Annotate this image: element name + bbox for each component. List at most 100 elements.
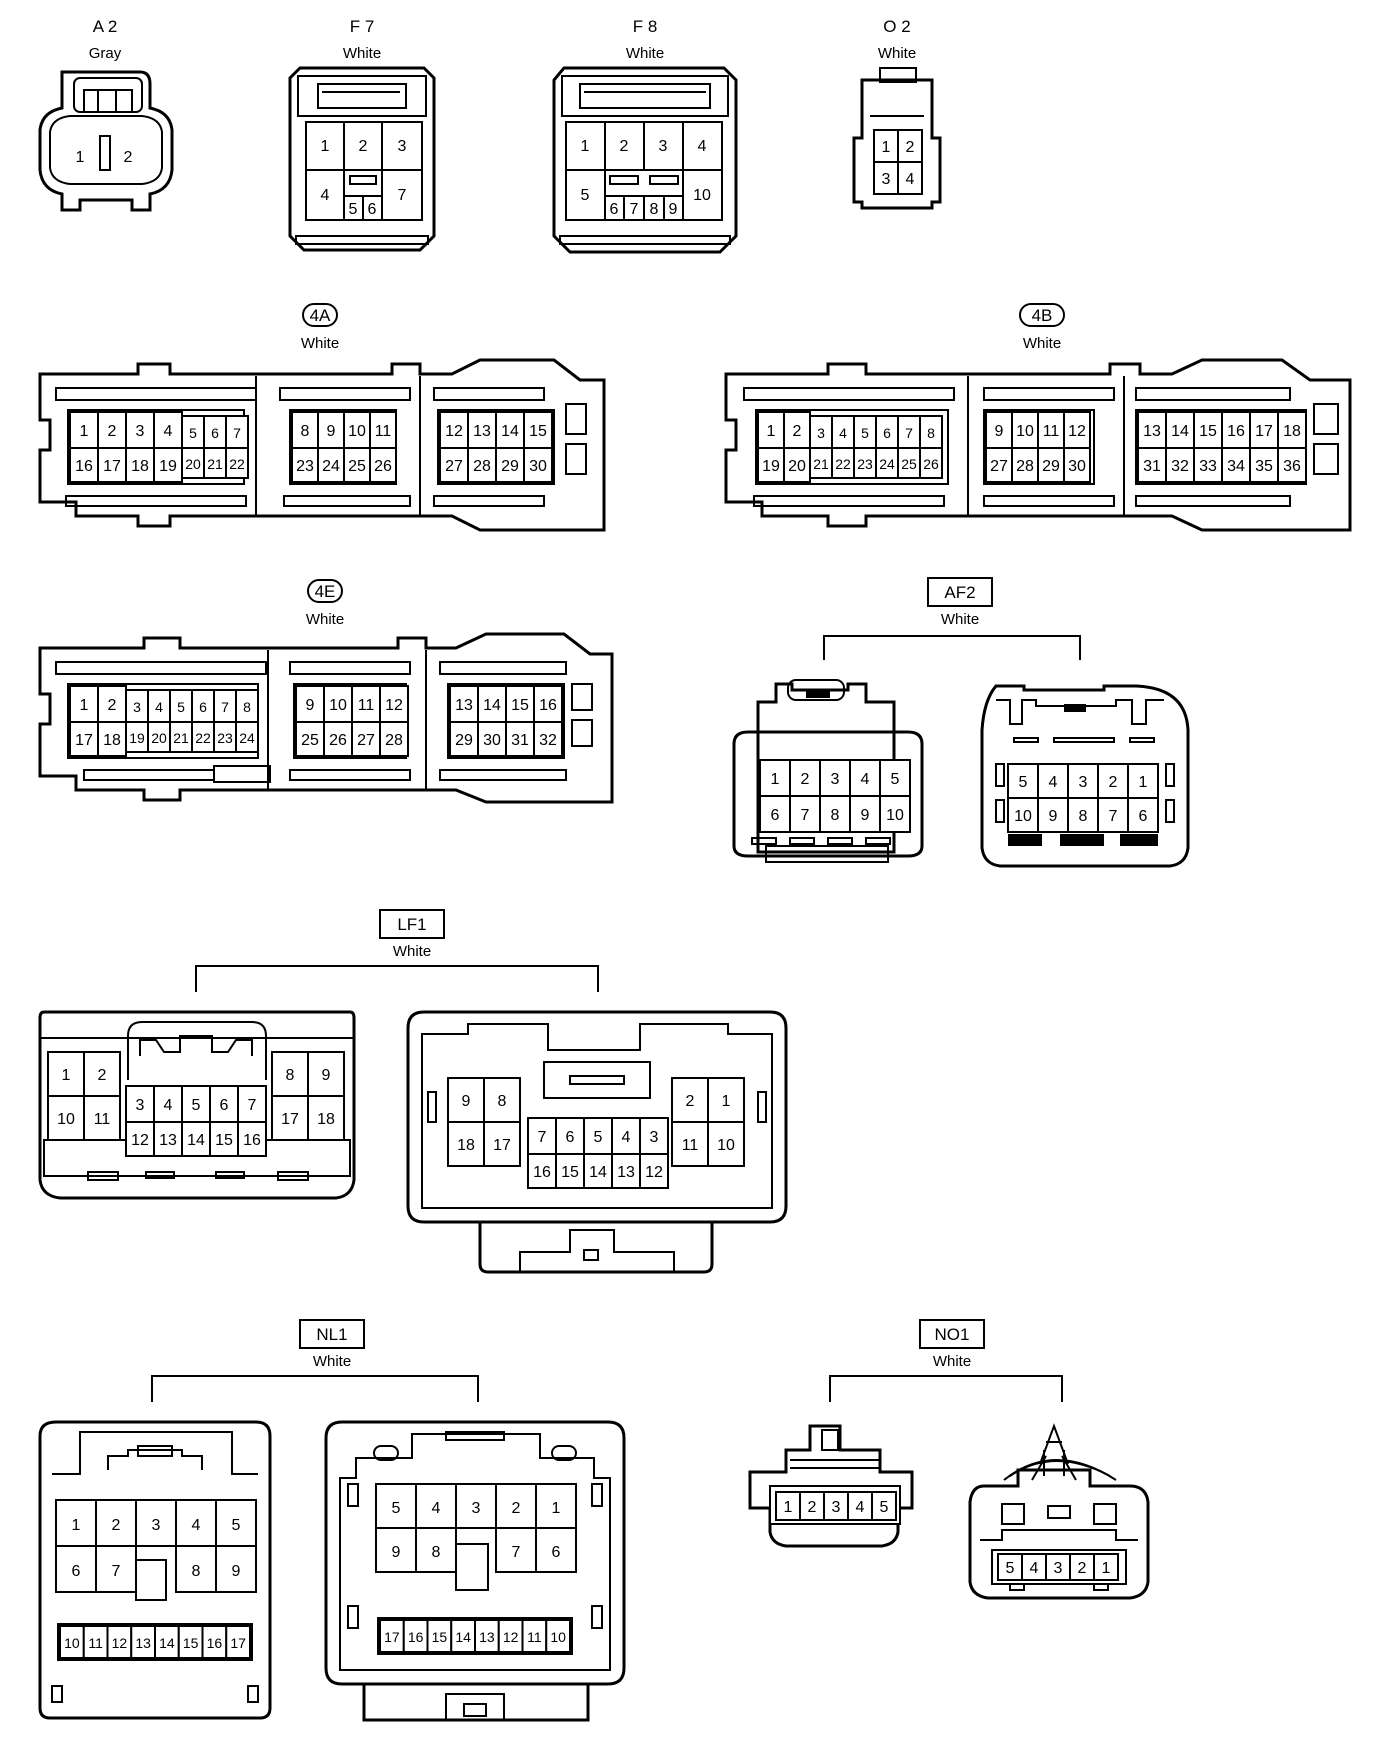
pin-label: 17 (230, 1635, 246, 1651)
pin-label: 16 (533, 1164, 551, 1181)
pin-label: 1 (62, 1067, 71, 1084)
pin-label: 18 (1283, 423, 1301, 440)
pin-label: 12 (1068, 423, 1086, 440)
pin-label: 8 (1079, 808, 1088, 825)
pin-label: 20 (151, 730, 167, 746)
pin-cavity (153, 447, 183, 483)
connector-color: White (941, 611, 979, 628)
connector-code: NO1 (935, 1325, 970, 1344)
connector-code: F 7 (350, 17, 375, 36)
pin-label: 24 (239, 730, 255, 746)
pin-label: 13 (159, 1132, 177, 1149)
connector-lf1: LF1 White 1 2 10 11 3 4 (38, 909, 788, 1274)
pin-label: 17 (75, 732, 93, 749)
pin-label: 5 (1006, 1560, 1015, 1577)
pin-label: 2 (1078, 1560, 1087, 1577)
pin-label: 4 (698, 138, 707, 155)
pin-cavity (1063, 411, 1091, 449)
pin-label: 6 (72, 1563, 81, 1580)
pin-cavity (317, 447, 345, 483)
pin-label: 5 (581, 187, 590, 204)
pin-cavity (69, 447, 99, 483)
connector-color: White (306, 611, 344, 628)
pin-label: 14 (501, 423, 519, 440)
pin-label: 25 (301, 732, 319, 749)
pin-label: 9 (995, 423, 1004, 440)
pin-label: 11 (88, 1635, 103, 1651)
pin-cavity (1165, 447, 1195, 483)
pin-label: 2 (98, 1067, 107, 1084)
pin-cavity (533, 721, 563, 757)
pin-label: 5 (349, 201, 358, 218)
pin-label: 12 (385, 697, 403, 714)
pin-label: 4 (622, 1129, 631, 1146)
pin-label: 7 (538, 1129, 547, 1146)
pin-label: 6 (566, 1129, 575, 1146)
pin-label: 18 (131, 458, 149, 475)
pin-label: 1 (321, 138, 330, 155)
pin-cavity (225, 447, 249, 479)
connector-color: White (343, 45, 381, 62)
pin-cavity (69, 721, 99, 757)
connector-color: White (301, 335, 339, 352)
pin-label: 5 (177, 699, 185, 715)
pin-label: 3 (659, 138, 668, 155)
pin-label: 1 (767, 423, 776, 440)
pin-label: 24 (879, 456, 895, 472)
pin-label: 18 (317, 1111, 335, 1128)
pin-label: 15 (432, 1629, 448, 1645)
pin-label: 15 (183, 1635, 199, 1651)
pin-label: 21 (207, 456, 223, 472)
pin-label: 8 (432, 1544, 441, 1561)
pin-label: 13 (617, 1164, 635, 1181)
pin-label: 7 (801, 807, 810, 824)
pin-label: 7 (398, 187, 407, 204)
pin-label: 16 (207, 1635, 223, 1651)
pin-label: 15 (511, 697, 529, 714)
pin-label: 26 (329, 732, 347, 749)
pin-label: 4 (856, 1499, 865, 1516)
pin-cavity (919, 447, 943, 479)
pin-label: 11 (1043, 423, 1060, 440)
pin-label: 3 (1079, 774, 1088, 791)
pin-cavity (1137, 447, 1167, 483)
connector-code: F 8 (633, 17, 658, 36)
pin-label: 1 (882, 139, 891, 156)
pin-label: 1 (784, 1499, 793, 1516)
pin-label: 8 (286, 1067, 295, 1084)
pin-label: 2 (801, 771, 810, 788)
pin-cavity (1277, 447, 1307, 483)
pin-label: 1 (80, 423, 89, 440)
pin-label: 6 (220, 1097, 229, 1114)
pin-label: 20 (788, 458, 806, 475)
pin-label: 13 (135, 1635, 151, 1651)
pin-label: 9 (462, 1093, 471, 1110)
pin-label: 7 (905, 425, 913, 441)
pin-label: 9 (232, 1563, 241, 1580)
pin-label: 4 (432, 1500, 441, 1517)
connector-color: Gray (89, 45, 122, 62)
pin-label: 5 (189, 425, 197, 441)
pin-label: 2 (906, 139, 915, 156)
pin-label: 6 (199, 699, 207, 715)
pin-label: 23 (296, 458, 314, 475)
pin-label: 2 (686, 1093, 695, 1110)
pin-cavity (97, 447, 127, 483)
pin-cavity (1037, 411, 1065, 449)
pin-label: 8 (927, 425, 935, 441)
pin-label: 18 (103, 732, 121, 749)
pin-label: 25 (348, 458, 366, 475)
pin-label: 7 (112, 1563, 121, 1580)
connector-af2: AF2 White 1 2 3 4 5 6 7 8 9 10 (732, 577, 1190, 868)
pin-label: 15 (529, 423, 547, 440)
pin-label: 14 (483, 697, 501, 714)
pin-label: 11 (375, 423, 392, 440)
pin-cavity (1037, 447, 1065, 483)
pin-label: 4 (155, 699, 163, 715)
pin-cavity (295, 721, 325, 757)
pin-label: 19 (129, 730, 145, 746)
